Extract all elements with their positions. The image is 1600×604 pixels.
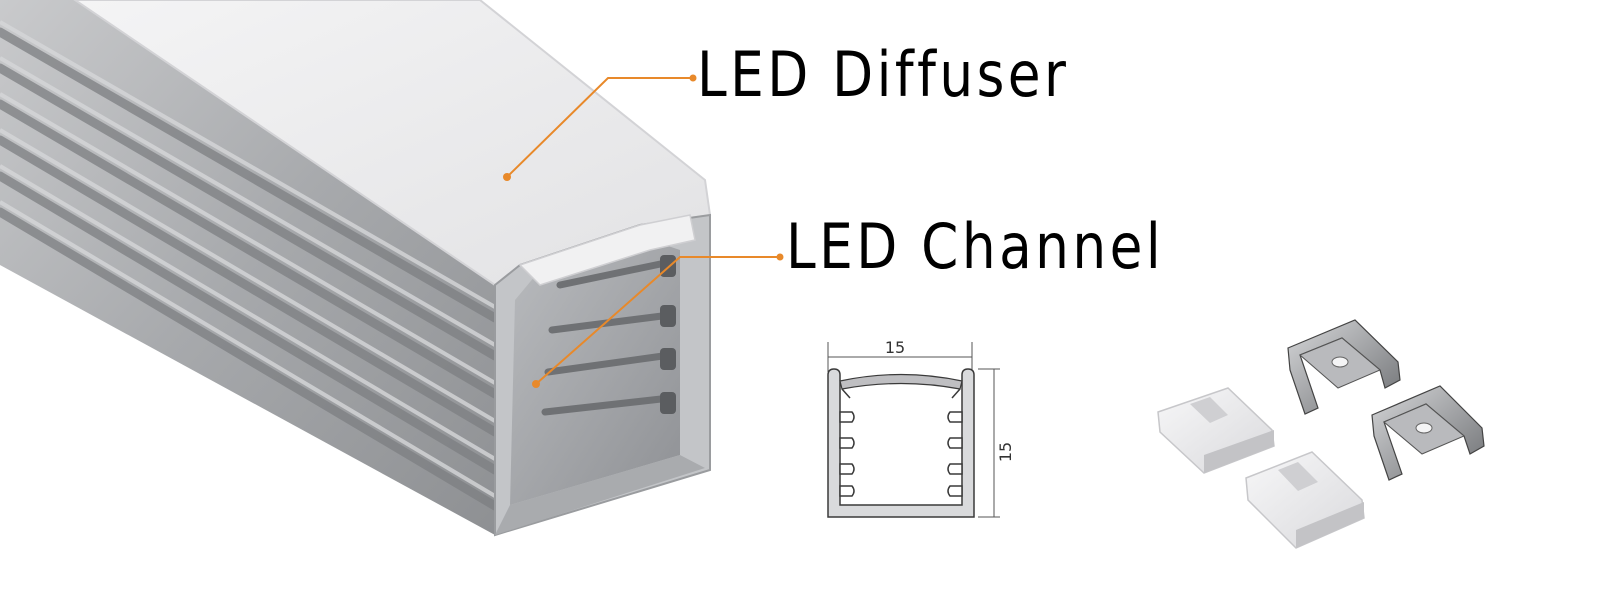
mounting-clip-2 [1371,385,1485,481]
cross-section-diffuser [839,373,963,390]
channel-interior [510,240,680,505]
mounting-clip-1 [1287,319,1401,415]
channel-leader-dot [532,380,540,388]
led-diffuser-label: LED Diffuser [697,38,1070,111]
end-cap-1 [1157,387,1275,474]
leader-lines [506,77,780,385]
channel-illustration [0,0,712,537]
led-channel-label: LED Channel [786,210,1165,283]
dimension-height-label: 15 [996,442,1015,462]
cross-section-profile [827,368,975,518]
end-cap-2 [1245,451,1365,549]
dimension-width-label: 15 [885,338,905,357]
channel-leader-line [535,256,780,385]
cross-section-drawing: 15 15 [827,338,1015,518]
diffuser-leader-dot [503,173,511,181]
channel-side-ribs [0,27,500,511]
diffuser-leader-line [506,77,693,178]
